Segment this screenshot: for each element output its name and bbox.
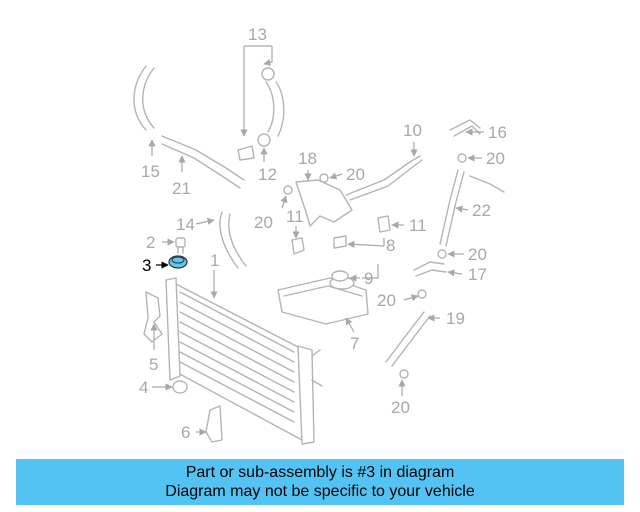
part-11-clamp-right (377, 215, 391, 233)
part-10-pipe (345, 155, 423, 201)
part-20-clamp-e (417, 289, 427, 299)
part-4-cap (172, 380, 188, 394)
callout-20-c: 20 (486, 149, 505, 168)
part-19-hose (385, 311, 431, 367)
part-20-clamp-f (399, 369, 409, 379)
callout-17: 17 (468, 265, 487, 284)
notice-line-disclaimer: Diagram may not be specific to your vehi… (165, 483, 475, 500)
callout-21: 21 (172, 179, 191, 198)
callout-22: 22 (472, 201, 491, 220)
part-12-hose (265, 81, 285, 137)
callout-14: 14 (176, 215, 195, 234)
callout-4: 4 (139, 378, 148, 397)
part-20-clamp-c (457, 153, 467, 163)
diagram-notice-banner: Part or sub-assembly is #3 in diagram Di… (16, 459, 624, 505)
part-12-clamp (257, 133, 271, 147)
callout-6: 6 (181, 423, 190, 442)
part-13-fitting (237, 145, 255, 161)
part-2-bolt (175, 237, 186, 254)
callout-12: 12 (258, 165, 277, 184)
callout-8: 8 (386, 236, 395, 255)
callout-20-e: 20 (377, 291, 396, 310)
notice-line-part-number: Part or sub-assembly is #3 in diagram (185, 464, 455, 481)
part-15-hose (133, 65, 155, 131)
callout-20-a: 20 (254, 213, 273, 232)
callout-3: 3 (142, 256, 151, 275)
callout-7: 7 (350, 334, 359, 353)
callout-20-f: 20 (391, 398, 410, 417)
part-20-clamp-d (437, 249, 447, 259)
parts-diagram: 1 2 3 4 5 6 7 8 9 10 11 11 12 13 14 15 1… (133, 25, 507, 445)
callout-18: 18 (298, 149, 317, 168)
callout-16: 16 (488, 123, 507, 142)
part-21-pipe (161, 135, 245, 189)
callout-13: 13 (248, 25, 267, 44)
part-3-drain-plug (168, 255, 188, 269)
part-20-clamp-a (283, 185, 293, 195)
callout-15: 15 (141, 162, 160, 181)
part-11-clamp-left (291, 237, 305, 255)
part-16-hose (449, 119, 481, 137)
callout-1: 1 (210, 251, 219, 270)
part-7-expansion-tank (277, 276, 369, 325)
callout-2: 2 (146, 233, 155, 252)
callout-9: 9 (364, 269, 373, 288)
part-17-hose (413, 261, 447, 277)
part-22-hose (439, 169, 505, 247)
part-6-bracket (205, 405, 223, 443)
callout-11-right: 11 (409, 216, 427, 235)
callout-20-b: 20 (346, 165, 365, 184)
callout-10: 10 (403, 121, 422, 140)
part-20-clamp-b (319, 173, 329, 183)
part-9-cap (331, 270, 349, 282)
part-13-clamp (261, 67, 275, 81)
part-14-hose (219, 211, 247, 269)
callout-20-d: 20 (468, 245, 487, 264)
callout-5: 5 (149, 355, 158, 374)
part-18-hose (295, 179, 353, 227)
callout-11-left: 11 (286, 207, 304, 226)
callout-19: 19 (446, 309, 465, 328)
part-8-clamp (333, 235, 347, 249)
part-5-bracket (143, 291, 163, 343)
radiator-part (165, 277, 323, 445)
